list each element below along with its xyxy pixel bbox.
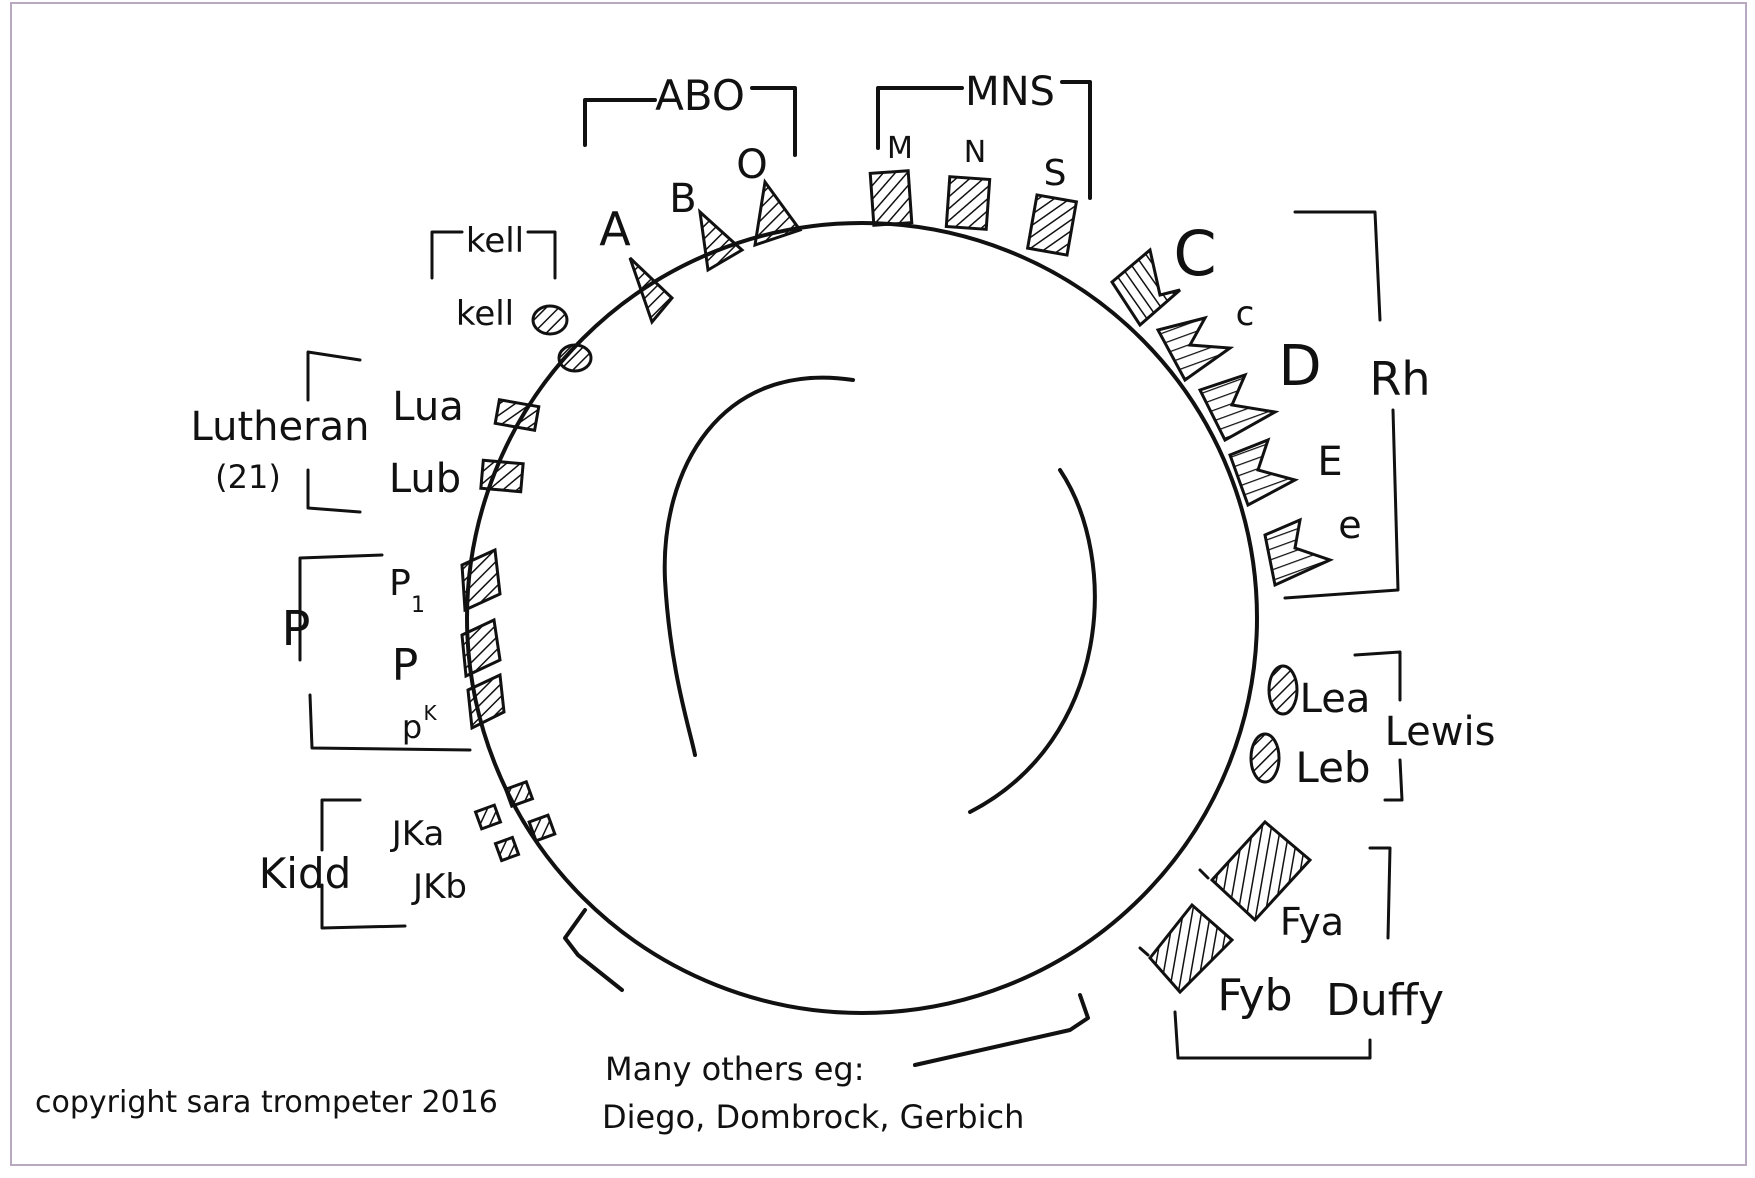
jka-shape-1 [506,782,533,806]
inner-arc-left [665,378,853,755]
jka-label: JKa [390,814,445,854]
antigen-n-label: N [964,135,986,170]
mns-label: MNS [965,69,1055,115]
lewis-label: Lewis [1385,709,1496,755]
jkb-shape-1 [529,815,555,841]
rh-e-upper-label: E [1317,439,1342,485]
leb-label: Leb [1295,743,1370,792]
lewis-antigens [1251,666,1297,782]
antigen-s-shape [1028,195,1077,255]
lua-shape [495,400,539,431]
abo-label: ABO [655,71,745,120]
rh-c-lower-label: c [1236,294,1255,334]
lea-label: Lea [1300,676,1371,722]
pk-superscript: K [423,701,437,725]
inner-arc-right [970,470,1095,812]
antigen-n-shape [946,177,989,230]
antigen-o-label: O [736,142,767,188]
kell-group-label: kell [466,221,524,261]
copyright-text: copyright sara trompeter 2016 [35,1085,498,1120]
lutheran-label: Lutheran [191,404,370,450]
p-bracket [300,555,470,750]
lea-shape [1269,666,1297,714]
others-bracket [565,910,1088,1065]
antigen-b-shape [700,212,742,270]
jka-shape-2 [476,805,501,829]
rh-label: Rh [1369,352,1430,406]
lua-label: Lua [392,384,463,430]
lub-label: Lub [389,456,461,502]
p1-subscript: 1 [411,593,425,618]
p-antigen-label: P [392,640,419,691]
rh-e-lower-label: e [1338,503,1361,547]
pk-label: p [402,708,422,746]
antigen-m-shape [870,171,912,226]
red-cell-membrane [467,223,1257,1013]
leb-shape [1251,734,1279,782]
fyb-label: Fyb [1217,970,1292,1021]
kell-circle-1 [533,306,567,334]
p1-shape [462,550,500,610]
kell-antigen-label: kell [456,294,514,334]
jkb-label: JKb [411,867,467,907]
jkb-shape-2 [495,837,518,860]
rh-antigens [1112,250,1330,585]
others-line2: Diego, Dombrock, Gerbich [602,1098,1024,1136]
antigen-o-shape [755,182,800,245]
kidd-label: Kidd [259,849,352,898]
lutheran-antigens [481,400,539,492]
abo-antigens [630,182,800,322]
lutheran-note: (21) [215,458,281,496]
antigen-a-label: A [599,202,631,256]
duffy-label: Duffy [1326,975,1444,1026]
rh-c-upper-shape [1112,250,1180,325]
lub-shape [481,460,523,491]
antigen-b-label: B [669,176,696,222]
others-line1: Many others eg: [605,1050,864,1088]
p-antigens [462,550,504,728]
rh-d-label: D [1278,334,1321,399]
p1-label: P [389,563,411,604]
antigen-s-label: S [1044,153,1067,194]
fya-label: Fya [1280,900,1344,944]
rh-c-upper-label: C [1173,217,1216,290]
p-group-label: P [282,601,311,657]
rh-e-upper-shape [1230,440,1295,505]
antigen-a-shape [630,258,672,322]
antigen-m-label: M [887,131,913,166]
rh-e-lower-shape [1265,520,1330,585]
kell-circle-2 [559,345,591,371]
